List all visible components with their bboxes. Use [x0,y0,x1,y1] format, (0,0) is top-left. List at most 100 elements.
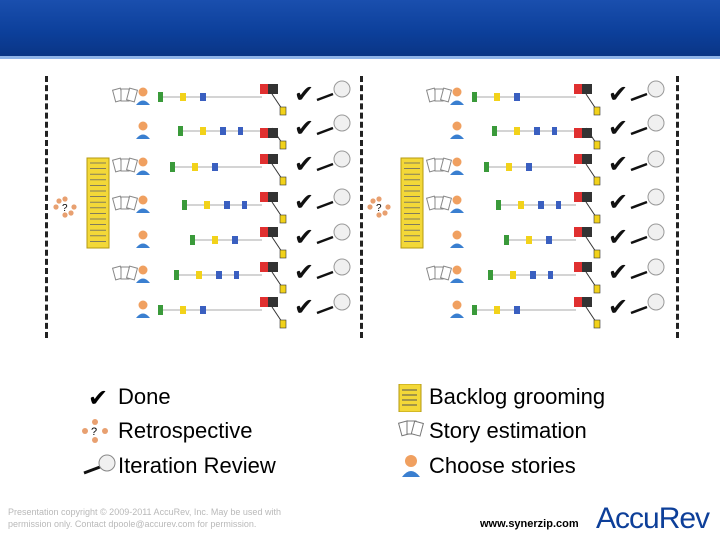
legend-item-story-estimation: Story estimation [397,418,587,448]
flow-branch [585,163,597,180]
checkmark-icon: ✔ [294,188,314,216]
flow-step-blue [514,93,520,101]
retrospective-person [62,196,68,202]
retrospective-person [53,204,59,210]
legend-item-iteration-review: Iteration Review [82,453,276,485]
flow-step-dark [582,297,592,307]
retrospective-person [376,212,382,218]
magnifier-icon [647,80,665,98]
flow-step-blue [514,306,520,314]
flow-step-dark [582,84,592,94]
magnifier-handle [630,200,648,210]
checkmark-icon: ✔ [608,293,628,321]
header-divider [0,56,720,59]
person-body [136,278,150,283]
person-head [138,121,148,131]
flow-step-yellow [494,306,500,314]
flow-step-blue [200,93,206,101]
flow-step-green [158,92,163,102]
flow-step-yellow [593,140,601,150]
flow-step-green [484,162,489,172]
flow-step-dark [582,154,592,164]
flow-step-yellow [212,236,218,244]
flow-step-dark [268,192,278,202]
flow-step-yellow [279,140,287,150]
flow-step-dark [268,297,278,307]
flow-step-blue [546,236,552,244]
magnifier-icon [82,453,116,479]
flow-step-blue [238,127,243,135]
magnifier-handle [316,305,334,315]
iteration-boundary-3 [676,76,679,338]
story-card [125,265,139,281]
story-card [439,87,453,103]
magnifier-icon [647,293,665,311]
flow-step-red [260,297,268,307]
magnifier-icon [647,188,665,206]
flow-step-green [488,270,493,280]
person-head [138,265,148,275]
flow-step-green [158,305,163,315]
checkmark-icon: ✔ [608,188,628,216]
flow-step-yellow [279,106,287,116]
svg-text:?: ? [91,426,97,438]
flow-step-blue [538,201,544,209]
flow-step-blue [548,271,553,279]
flow-step-yellow [279,284,287,294]
checkmark-icon: ✔ [294,80,314,108]
flow-step-blue [200,306,206,314]
flow-step-yellow [510,271,516,279]
magnifier-handle [316,235,334,245]
flow-step-yellow [494,93,500,101]
flow-step-yellow [593,176,601,186]
person-body [450,243,464,248]
flow-branch [585,127,597,144]
flow-branch [585,93,597,110]
magnifier-handle [630,92,648,102]
flow-branch [271,201,283,218]
person-head [452,121,462,131]
legend-label: Iteration Review [118,453,276,478]
story-card [439,157,453,173]
person-body [136,208,150,213]
person-icon [400,453,422,479]
flow-step-blue [526,163,532,171]
person-body [450,134,464,139]
flow-step-green [170,162,175,172]
flow-step-yellow [192,163,198,171]
magnifier-icon [333,293,351,311]
person-body [136,313,150,318]
magnifier-handle [630,270,648,280]
magnifier-handle [630,126,648,136]
website-link[interactable]: www.synerzip.com [480,518,579,530]
magnifier-icon [333,258,351,276]
magnifier-handle [316,200,334,210]
flow-step-green [504,235,509,245]
flow-step-red [260,84,268,94]
person-head [452,230,462,240]
magnifier-icon [333,114,351,132]
flow-step-yellow [279,319,287,329]
story-card [439,195,453,211]
story-card [439,265,453,281]
checkmark-icon: ✔ [294,293,314,321]
person-head [138,230,148,240]
magnifier-icon [333,150,351,168]
flow-branch [585,236,597,253]
retrospective-person [367,204,373,210]
flow-step-yellow [506,163,512,171]
checkmark-icon: ✔ [294,150,314,178]
person-head [452,265,462,275]
flow-step-green [174,270,179,280]
retrospective-mark: ? [376,203,382,214]
backlog-list-icon [400,157,424,249]
flow-step-yellow [180,93,186,101]
magnifier-icon [647,223,665,241]
checkmark-icon: ✔ [608,114,628,142]
flow-step-yellow [196,271,202,279]
flow-step-red [574,192,582,202]
retrospective-person [382,210,388,216]
flow-branch [271,306,283,323]
flow-step-yellow [593,284,601,294]
person-body [450,208,464,213]
